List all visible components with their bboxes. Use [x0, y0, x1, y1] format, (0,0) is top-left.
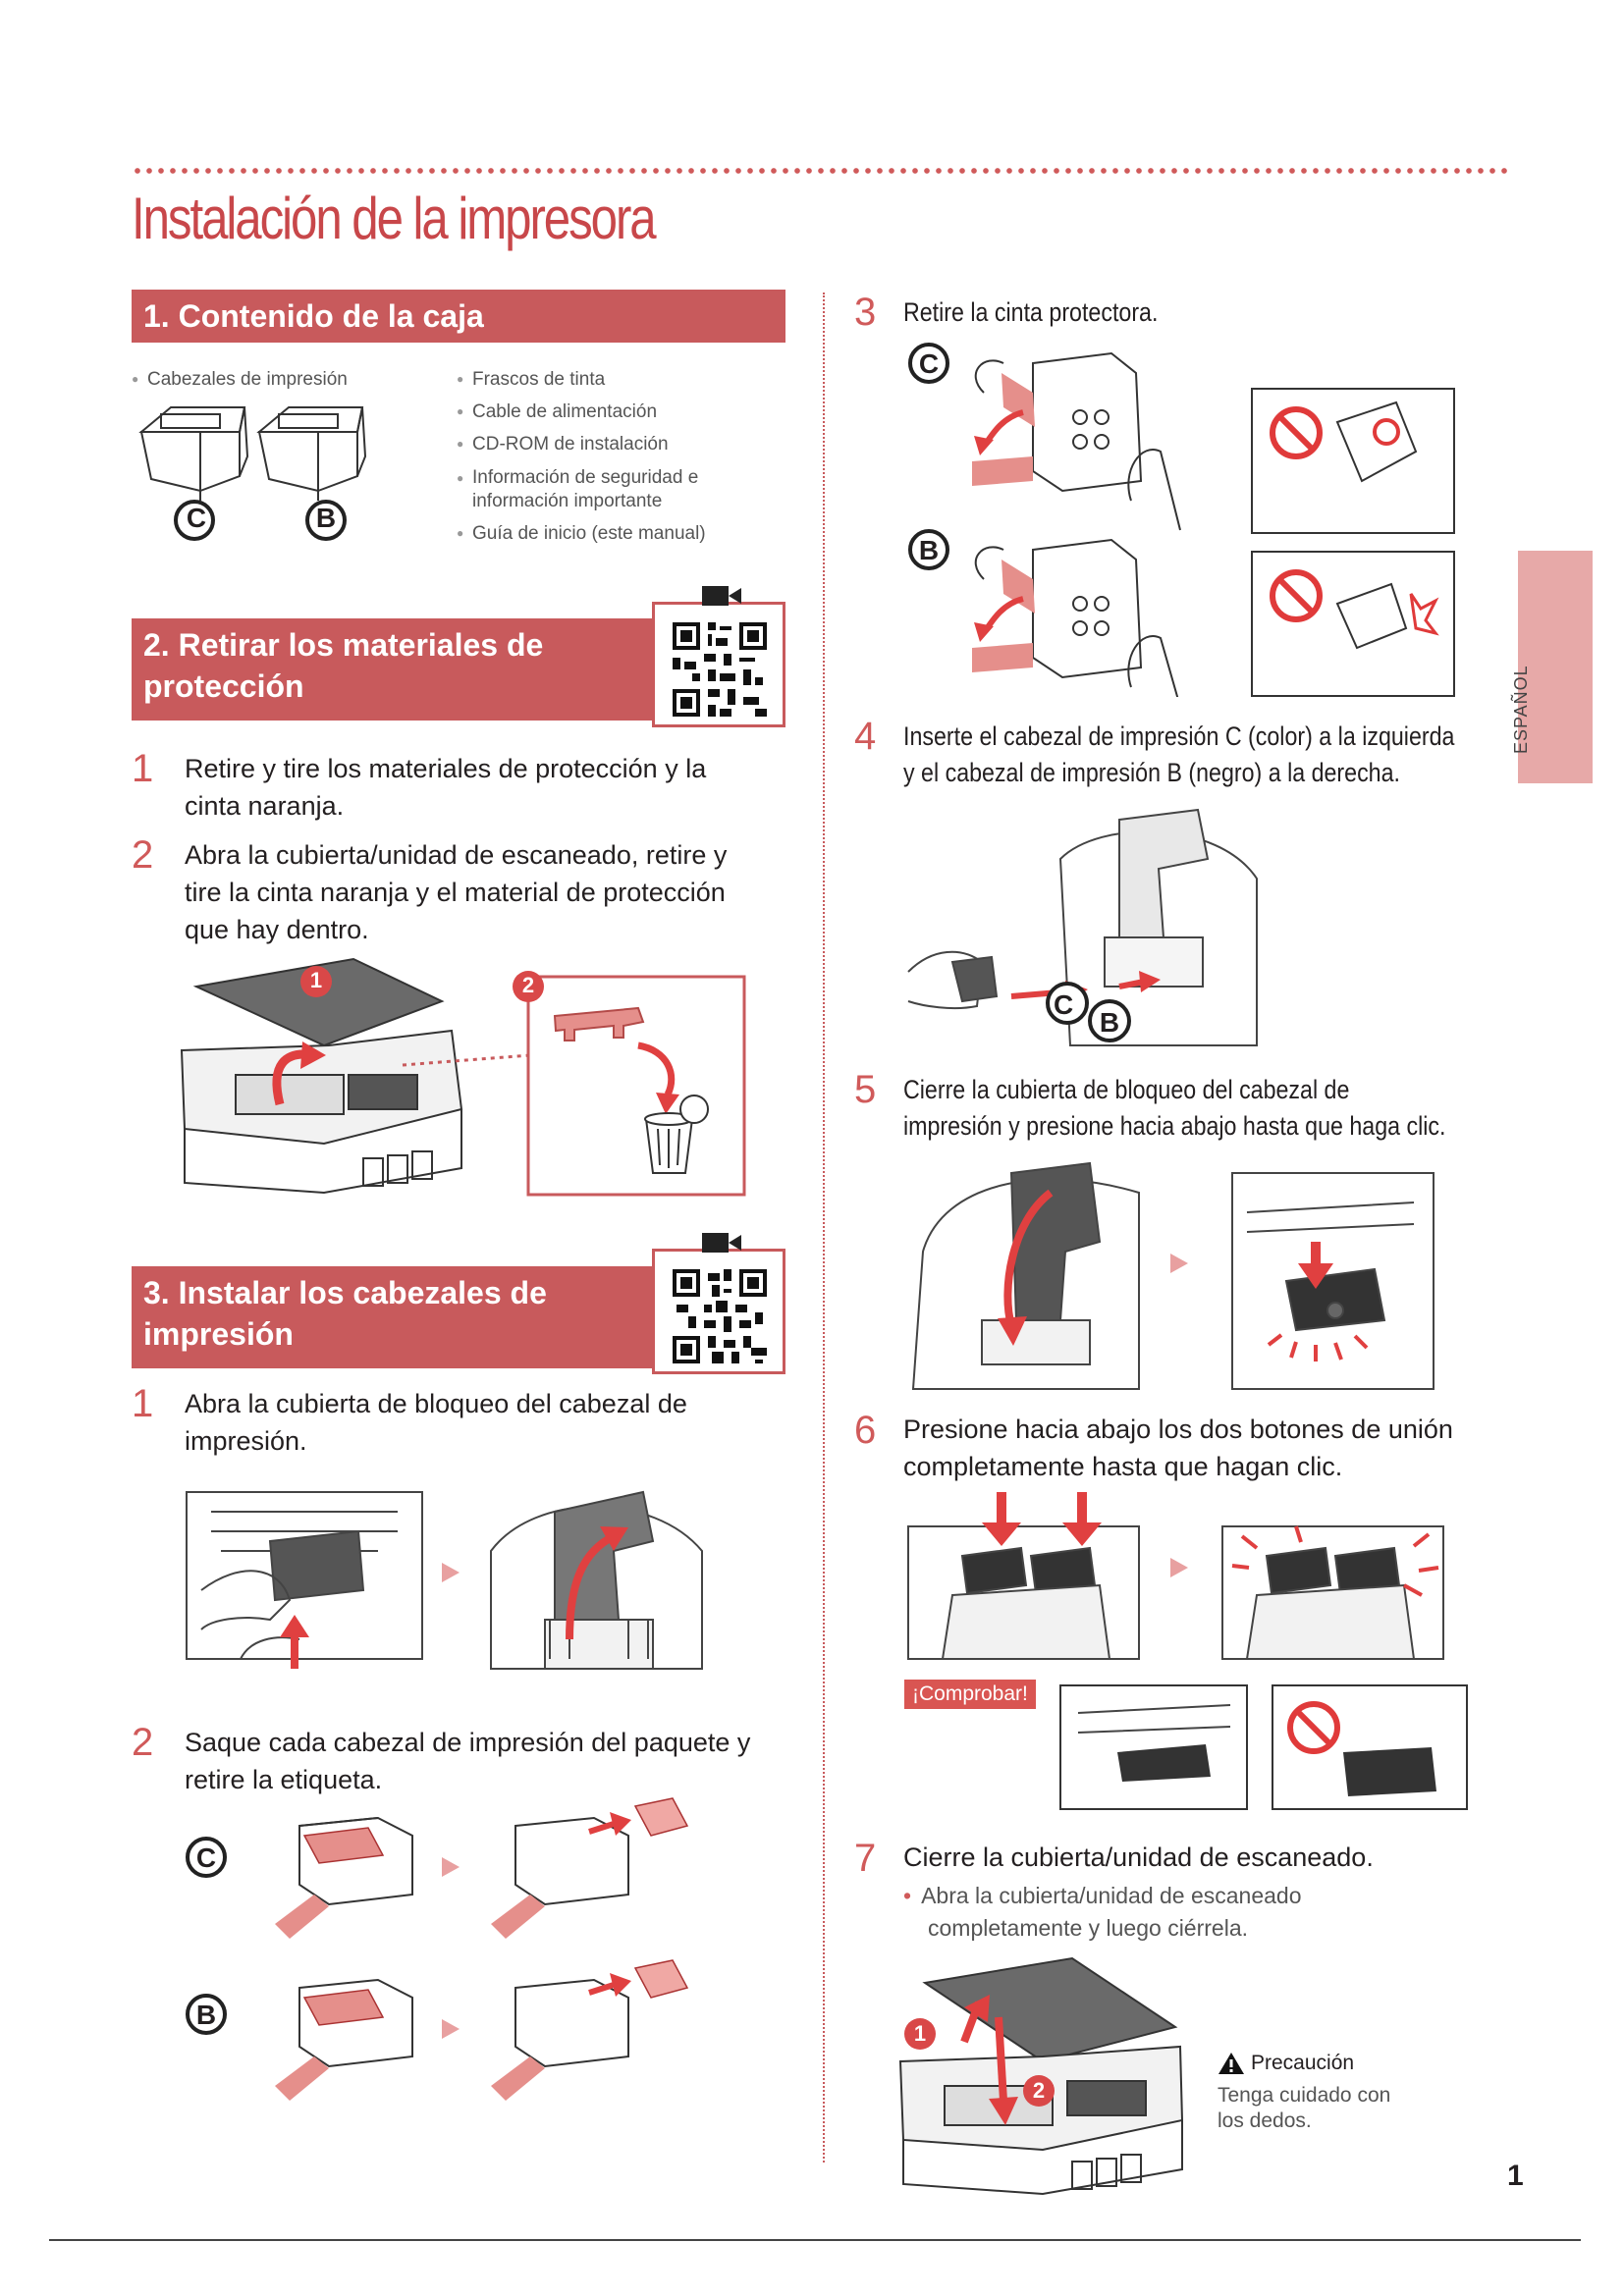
- head-label-b: B: [312, 503, 340, 534]
- section3-heading-line2: impresión: [143, 1313, 644, 1355]
- callout-2: 2: [513, 973, 544, 998]
- head-label-c-step4: C: [1054, 989, 1073, 1021]
- video-qr-box[interactable]: [652, 1249, 785, 1374]
- note-text: Abra la cubierta/unidad de escaneado: [921, 1883, 1301, 1908]
- list-item: Información de seguridad e información i…: [457, 466, 706, 513]
- r-step6-number: 6: [854, 1411, 876, 1450]
- remove-label-illustration: [182, 1796, 731, 2120]
- text-line: completamente hasta que hagan clic.: [903, 1448, 1453, 1485]
- r-step7-number: 7: [854, 1839, 876, 1878]
- remove-tape-illustration: [895, 334, 1465, 697]
- check-illustration: [1058, 1683, 1471, 1811]
- insert-heads-illustration: [903, 800, 1267, 1055]
- section3-heading-line1: 3. Instalar los cabezales de: [143, 1272, 644, 1313]
- section1-left-list: Cabezales de impresión: [132, 363, 348, 396]
- text-line: Abra la cubierta/unidad de escaneado, re…: [185, 836, 727, 874]
- list-item-line2: información importante: [472, 491, 662, 511]
- language-tab: ESPAÑOL: [1518, 551, 1593, 783]
- text-line: Saque cada cabezal de impresión del paqu…: [185, 1724, 750, 1761]
- r-step4-text: Inserte el cabezal de impresión C (color…: [903, 719, 1454, 791]
- text-line: Abra la cubierta de bloqueo del cabezal …: [185, 1385, 687, 1422]
- printer-remove-material-illustration: [177, 947, 756, 1202]
- title-dotted-rule: [132, 166, 1510, 176]
- video-camera-icon: [700, 1230, 743, 1255]
- r-step5-number: 5: [854, 1070, 876, 1109]
- s3-step1-number: 1: [132, 1384, 153, 1423]
- r-step4-number: 4: [854, 717, 876, 756]
- callout-1: 1: [904, 2021, 936, 2047]
- section1-heading: 1. Contenido de la caja: [132, 290, 785, 343]
- caution-block: Precaución Tenga cuidado con los dedos.: [1218, 2052, 1390, 2134]
- close-lock-cover-illustration: [903, 1153, 1453, 1394]
- text-line: y el cabezal de impresión B (negro) a la…: [903, 755, 1454, 791]
- section2-heading: 2. Retirar los materiales de protección: [132, 618, 656, 721]
- text-line: cinta naranja.: [185, 787, 706, 825]
- text-line: Presione hacia abajo los dos botones de …: [903, 1411, 1453, 1448]
- callout-2: 2: [1023, 2078, 1055, 2104]
- press-buttons-illustration: [903, 1487, 1453, 1664]
- r-step6-text: Presione hacia abajo los dos botones de …: [903, 1411, 1453, 1485]
- section1-heading-text: 1. Contenido de la caja: [143, 298, 484, 334]
- r-step5-text: Cierre la cubierta de bloqueo del cabeza…: [903, 1072, 1445, 1145]
- section3-heading: 3. Instalar los cabezales de impresión: [132, 1266, 656, 1368]
- text-line: Inserte el cabezal de impresión C (color…: [903, 719, 1454, 755]
- bullet-dot: •: [903, 1883, 911, 1908]
- s2-step2-text: Abra la cubierta/unidad de escaneado, re…: [185, 836, 727, 948]
- list-item: Guía de inicio (este manual): [457, 517, 706, 550]
- print-heads-illustration: [132, 402, 426, 550]
- s3-step2-text: Saque cada cabezal de impresión del paqu…: [185, 1724, 750, 1798]
- text-line: Retire y tire los materiales de protecci…: [185, 750, 706, 787]
- list-item: Frascos de tinta: [457, 363, 706, 396]
- text-line: que hay dentro.: [185, 911, 727, 948]
- head-label-c-step3: C: [915, 348, 943, 380]
- s2-step1-text: Retire y tire los materiales de protecci…: [185, 750, 706, 825]
- note-line1: • Abra la cubierta/unidad de escaneado: [903, 1880, 1302, 1912]
- page-title: Instalación de la impresora: [132, 185, 655, 252]
- head-label-b-step2: B: [192, 2000, 220, 2031]
- caution-text: Tenga cuidado con los dedos.: [1218, 2083, 1390, 2134]
- close-scanner-illustration: [895, 1953, 1190, 2199]
- note-line2: completamente y luego ciérrela.: [903, 1912, 1302, 1945]
- text-line: los dedos.: [1218, 2109, 1390, 2134]
- r-step7-note: • Abra la cubierta/unidad de escaneado co…: [903, 1880, 1302, 1945]
- s2-step2-number: 2: [132, 835, 153, 875]
- text-line: impresión y presione hacia abajo hasta q…: [903, 1108, 1445, 1145]
- qr-code-icon: [673, 622, 767, 717]
- text-line: Tenga cuidado con: [1218, 2083, 1390, 2109]
- head-label-b-step3: B: [915, 535, 943, 566]
- head-label-c: C: [183, 503, 210, 534]
- list-item: Cabezales de impresión: [132, 363, 348, 396]
- footer-rule: [49, 2239, 1581, 2241]
- head-label-b-step4: B: [1096, 1007, 1123, 1039]
- list-item: Cable de alimentación: [457, 396, 706, 428]
- s3-step2-number: 2: [132, 1723, 153, 1762]
- text-line: tire la cinta naranja y el material de p…: [185, 874, 727, 911]
- video-camera-icon: [700, 583, 743, 609]
- language-tab-label: ESPAÑOL: [1511, 665, 1532, 754]
- check-badge: ¡Comprobar!: [904, 1680, 1036, 1709]
- s3-step1-text: Abra la cubierta de bloqueo del cabezal …: [185, 1385, 687, 1460]
- section2-heading-line1: 2. Retirar los materiales de: [143, 624, 644, 666]
- caution-title: Precaución: [1251, 2052, 1354, 2075]
- section2-heading-line2: protección: [143, 666, 644, 707]
- text-line: Cierre la cubierta de bloqueo del cabeza…: [903, 1072, 1445, 1108]
- text-line: retire la etiqueta.: [185, 1761, 750, 1798]
- s2-step1-number: 1: [132, 749, 153, 788]
- list-item: CD-ROM de instalación: [457, 428, 706, 460]
- warning-icon: [1218, 2052, 1245, 2075]
- video-qr-box[interactable]: [652, 602, 785, 727]
- r-step3-number: 3: [854, 293, 876, 332]
- text-line: impresión.: [185, 1422, 687, 1460]
- qr-code-icon: [673, 1269, 767, 1363]
- r-step3-text: Retire la cinta protectora.: [903, 294, 1158, 331]
- open-lock-cover-illustration: [182, 1472, 731, 1679]
- head-label-c-step2: C: [192, 1842, 220, 1874]
- column-divider: [823, 293, 825, 2163]
- list-item-line1: Información de seguridad e: [472, 467, 698, 488]
- page-number: 1: [1507, 2160, 1524, 2193]
- r-step7-text: Cierre la cubierta/unidad de escaneado.: [903, 1839, 1374, 1876]
- callout-1: 1: [300, 968, 332, 993]
- section1-right-list: Frascos de tinta Cable de alimentación C…: [457, 363, 706, 550]
